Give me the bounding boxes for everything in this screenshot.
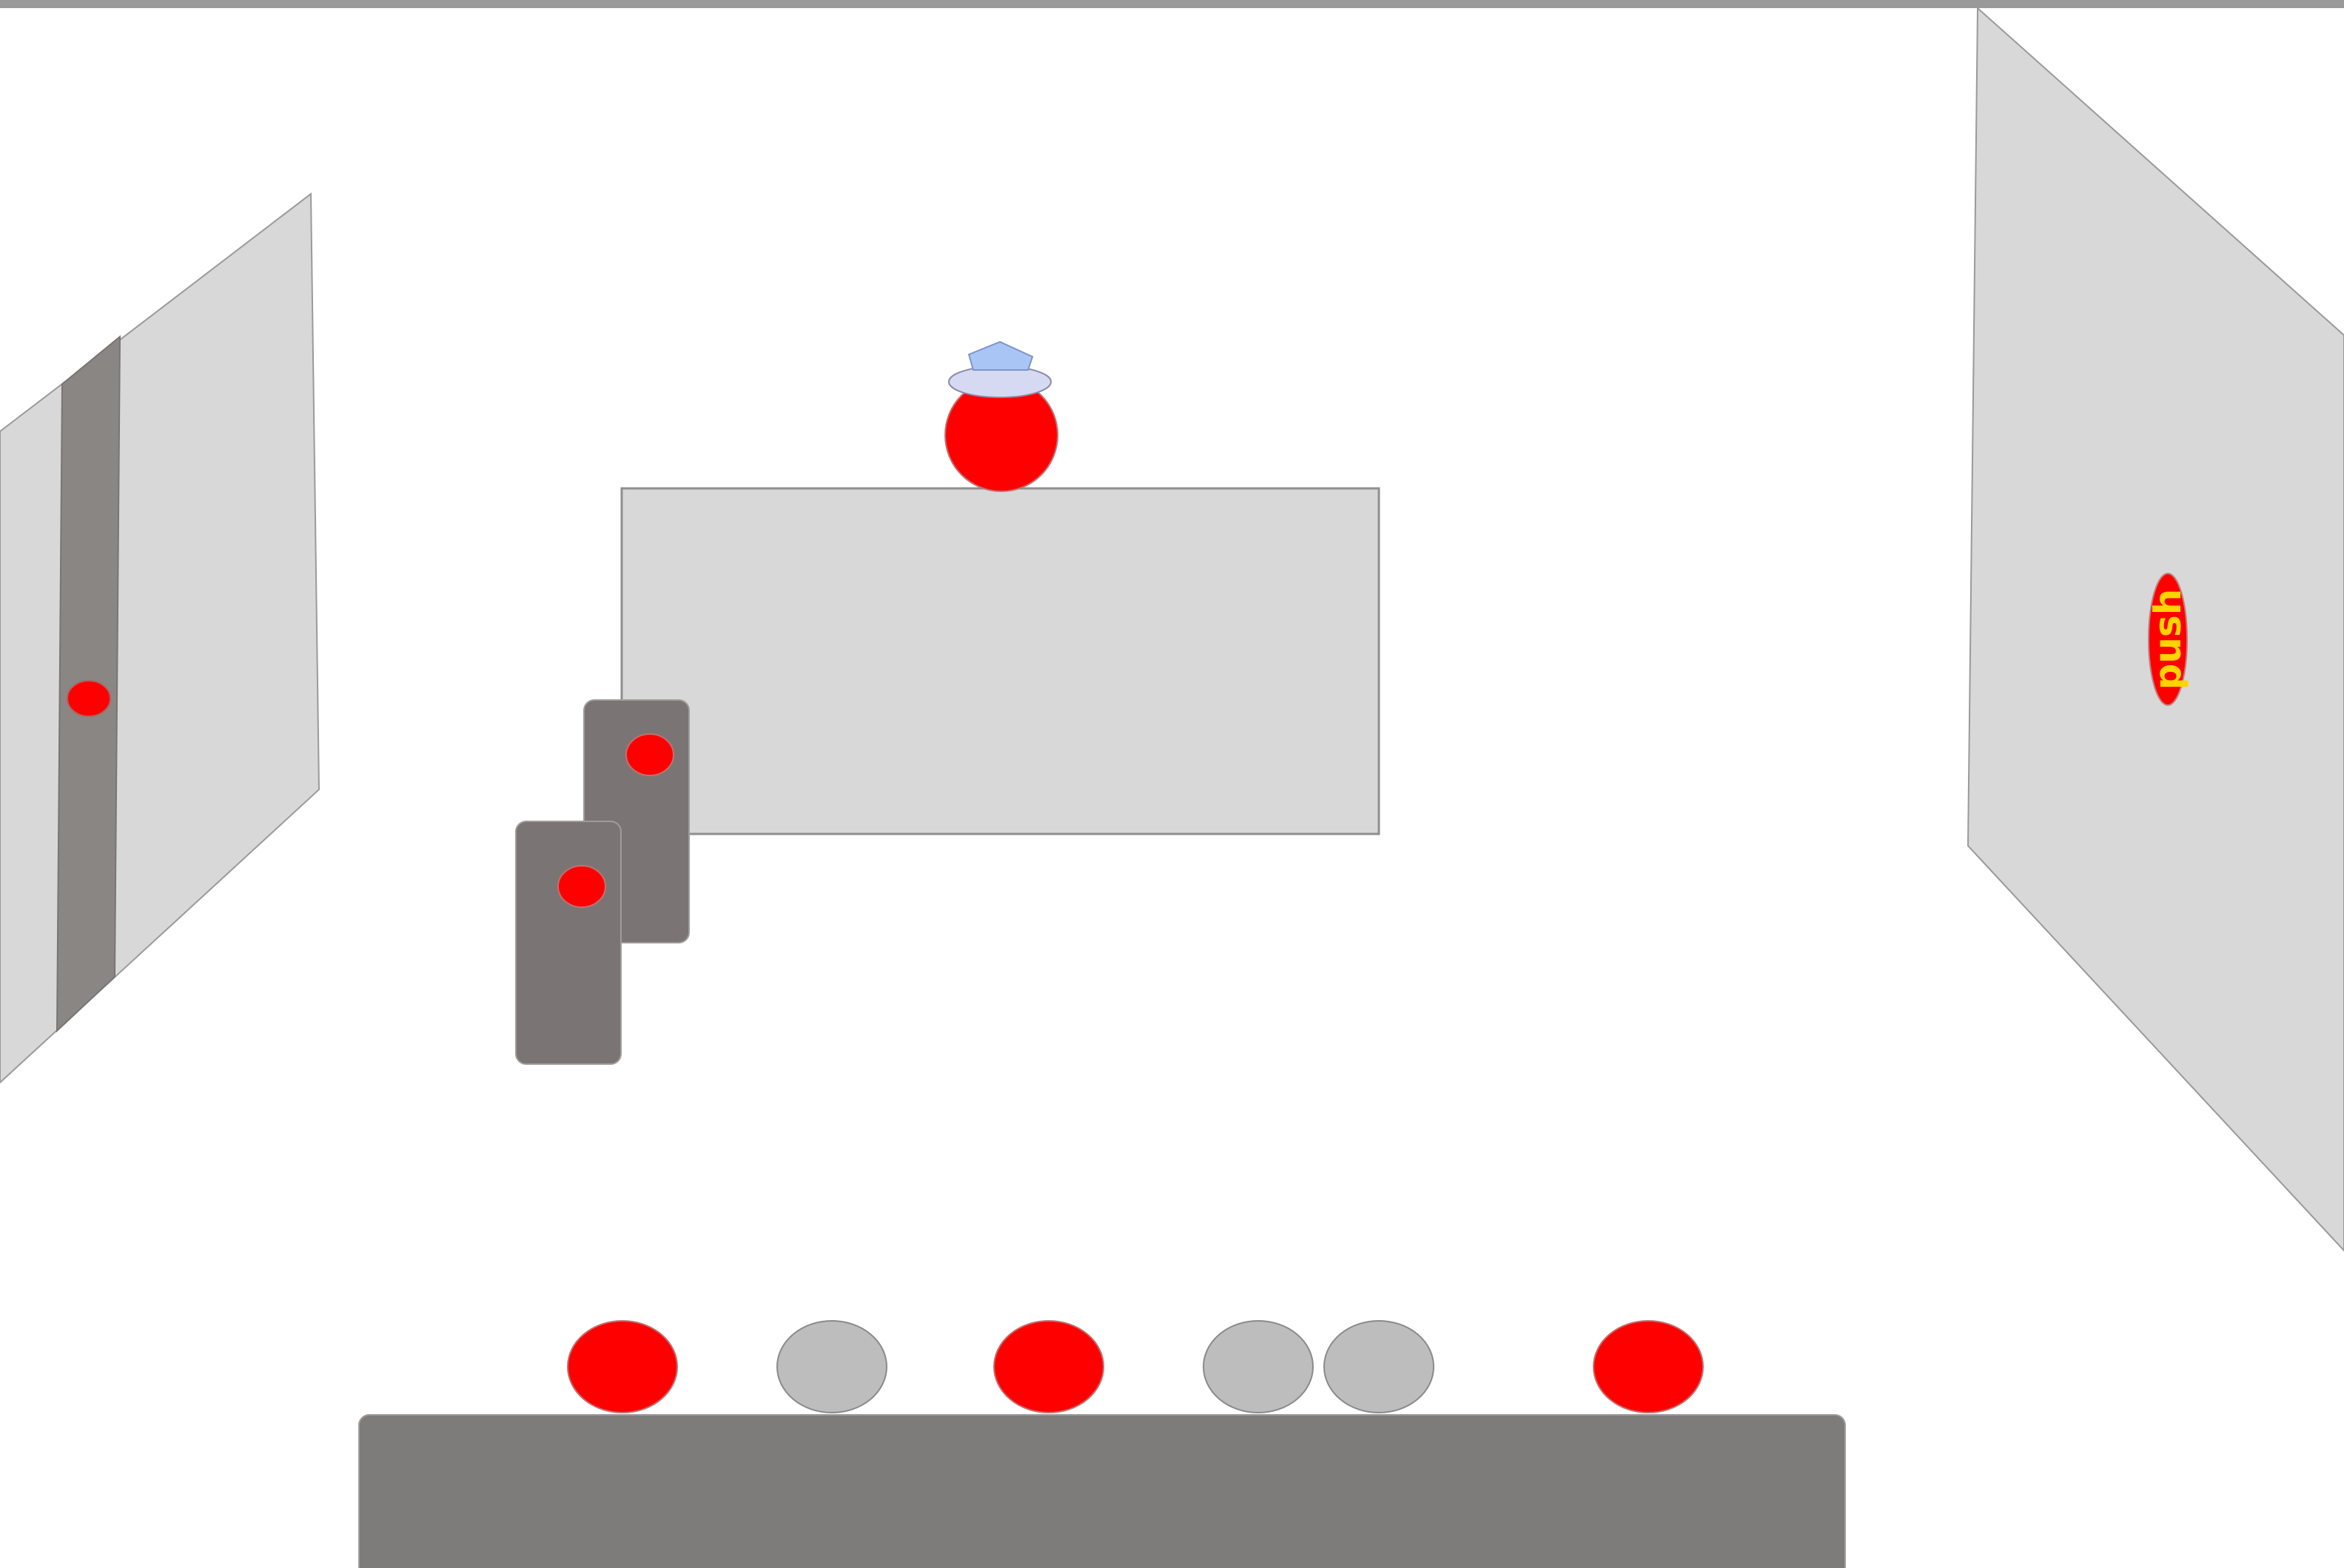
ball-6[interactable] (1594, 1321, 1703, 1413)
ball-1[interactable] (568, 1321, 677, 1413)
hat-top-icon (969, 342, 1032, 370)
ball-4[interactable] (1203, 1321, 1313, 1413)
ball-2[interactable] (777, 1321, 887, 1413)
desk (359, 1415, 1845, 1568)
ball-3[interactable] (994, 1321, 1104, 1413)
push-button[interactable]: push (2146, 573, 2189, 705)
device-back-button[interactable] (626, 734, 674, 775)
hat-brim-icon (949, 366, 1051, 397)
back-panel (622, 488, 1379, 834)
top-border (0, 0, 2344, 8)
device-front-button[interactable] (558, 866, 605, 907)
character[interactable] (945, 342, 1058, 491)
device-front[interactable] (516, 821, 621, 1064)
ball-5[interactable] (1324, 1321, 1434, 1413)
device-front-body[interactable] (516, 821, 621, 1064)
push-button-label: push (2146, 589, 2189, 690)
left-wall (0, 194, 319, 1083)
left-door-button[interactable] (67, 681, 110, 716)
